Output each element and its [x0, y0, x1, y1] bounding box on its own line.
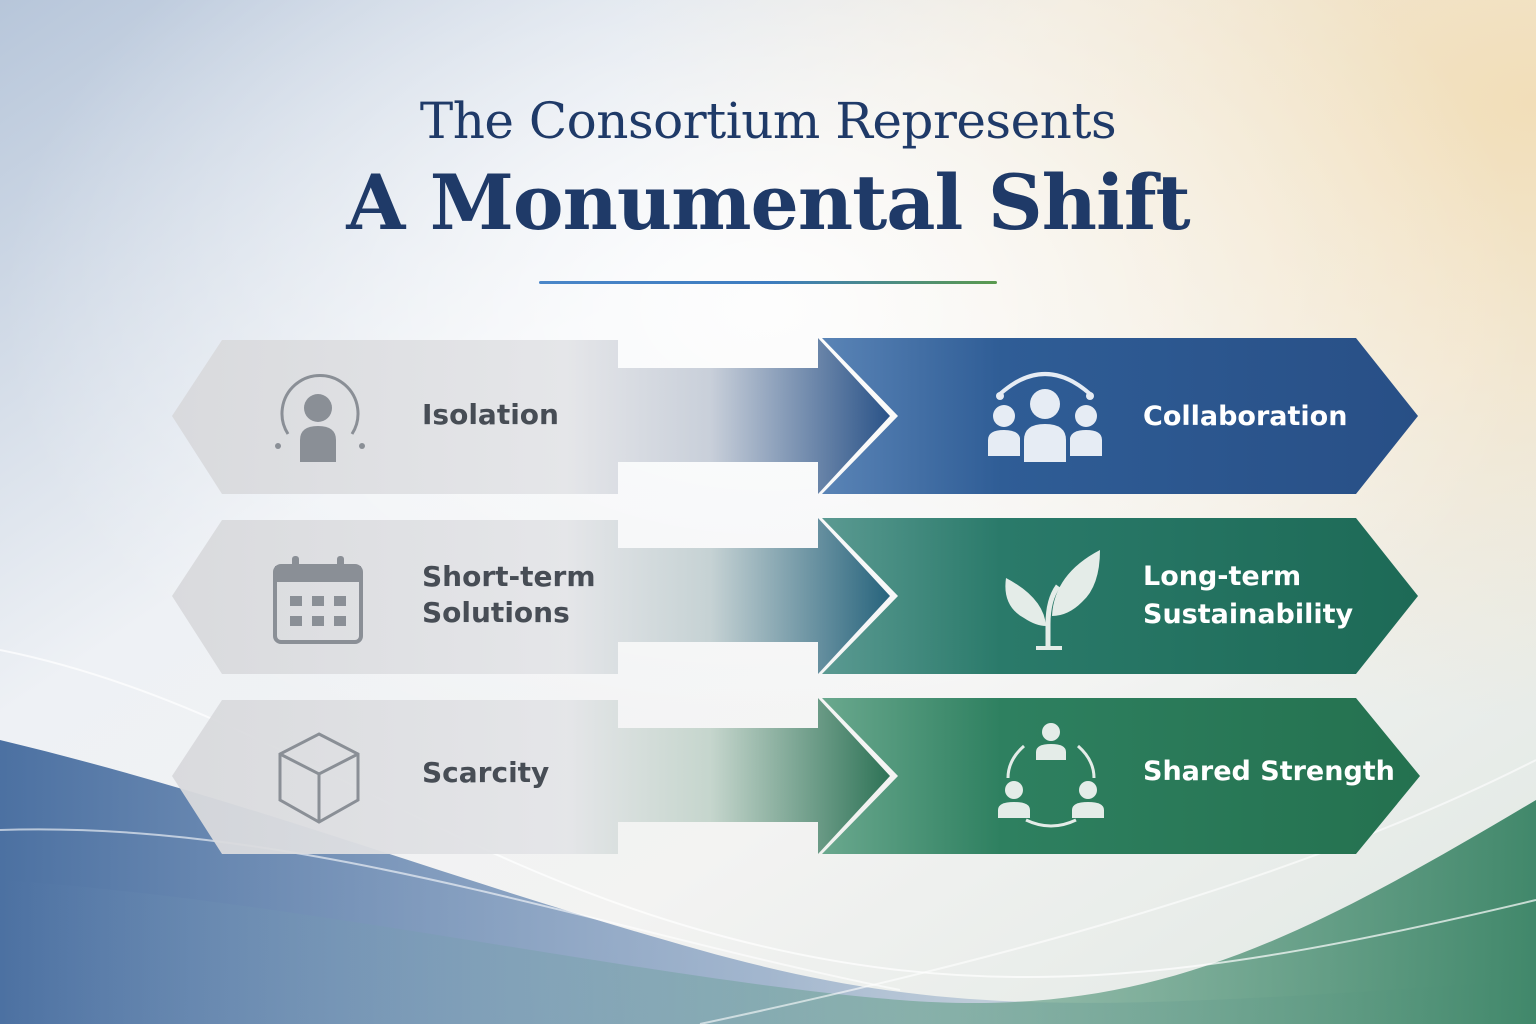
- isolated-person-icon: [275, 374, 365, 462]
- sprout-icon: [1005, 550, 1100, 650]
- shift-row-shortterm-longterm: Short-term Solutions Long-term Sustainab…: [0, 518, 1536, 678]
- to-label-shared-strength: Shared Strength: [1143, 756, 1395, 787]
- group-people-icon: [988, 372, 1102, 462]
- shift-row-isolation-collaboration: Isolation Collaboration: [0, 338, 1536, 498]
- empty-box-icon: [278, 732, 360, 824]
- shift-row-shapes: [172, 518, 1418, 674]
- from-label-short-term: Short-term: [422, 560, 596, 593]
- to-label-long-term: Long-term: [1143, 561, 1302, 592]
- from-label-scarcity: Scarcity: [422, 756, 550, 789]
- from-label-solutions: Solutions: [422, 596, 570, 629]
- to-label-collaboration: Collaboration: [1143, 401, 1348, 432]
- shift-row-shapes: [172, 338, 1418, 494]
- title-divider: [539, 281, 997, 284]
- title-line1: The Consortium Represents: [419, 92, 1117, 150]
- to-label-sustainability: Sustainability: [1143, 599, 1354, 630]
- calendar-icon: [273, 556, 363, 644]
- community-cycle-icon: [998, 723, 1104, 828]
- shift-row-shapes: [172, 698, 1420, 854]
- shift-row-scarcity-shared-strength: Scarcity Shared Strength: [0, 698, 1536, 858]
- title-line2: A Monumental Shift: [346, 158, 1190, 247]
- from-label-isolation: Isolation: [422, 398, 559, 431]
